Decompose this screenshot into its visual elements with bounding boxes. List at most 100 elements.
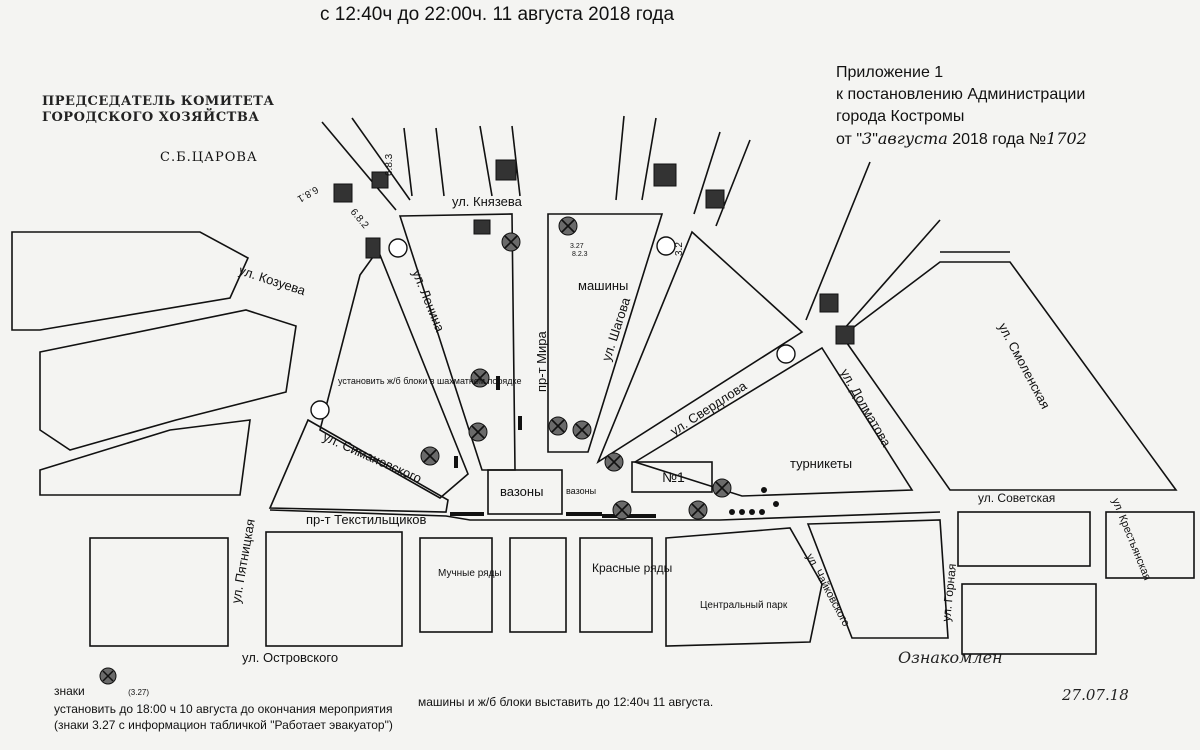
label-blocks-note: установить ж/б блоки в шахматном порядке xyxy=(338,376,522,386)
block-krasnye xyxy=(579,537,653,633)
block-gornaya-east xyxy=(961,583,1097,655)
detour-icon xyxy=(819,293,839,313)
label-muchnye: Мучные ряды xyxy=(438,568,502,579)
no-stopping-icon xyxy=(501,232,521,252)
street-krestyanskaya: ул. Крестьянская xyxy=(1109,497,1153,583)
page-title: с 12:40ч до 22:00ч. 11 августа 2018 года xyxy=(320,4,675,25)
street-tekstilshchikov: пр-т Текстильщиков xyxy=(306,512,427,527)
detour-icon xyxy=(473,219,491,235)
block-kozueva-south xyxy=(39,309,297,451)
street-pyatnitskaya: ул. Пятницкая xyxy=(228,518,258,605)
no-stopping-icon xyxy=(612,500,632,520)
sign-3-27-group xyxy=(99,216,732,685)
turnstiles xyxy=(729,487,779,515)
street-kozueva: ул. Козуева xyxy=(237,263,308,299)
block-sovetskaya-2 xyxy=(1105,511,1195,579)
appendix-line2: к постановлению Администрации xyxy=(836,86,1086,103)
no-stopping-icon xyxy=(548,416,568,436)
cars-blocks-note: машины и ж/б блоки выставить до 12:40ч 1… xyxy=(418,695,714,709)
sign-3-2-group xyxy=(310,236,796,420)
no-traffic-icon xyxy=(776,344,796,364)
tekstilshchikov-north-edge xyxy=(269,509,941,521)
street-mira: пр-т Мира xyxy=(534,331,549,392)
date-day: 3 xyxy=(862,129,873,148)
block1-rect xyxy=(631,461,713,493)
street-outlines xyxy=(11,115,1195,655)
detour-icon xyxy=(495,159,517,181)
block-mira-shagova xyxy=(547,213,664,453)
street-chaikovskogo: ул. Чайковского xyxy=(803,552,851,629)
acknowledgement-date: 27.07.18 xyxy=(1062,686,1129,704)
label-vazony-big: вазоны xyxy=(500,484,543,499)
label-block1: №1 xyxy=(662,469,685,485)
label-park: Центральный парк xyxy=(700,600,788,611)
stamp-line1: ПРЕДСЕДАТЕЛЬ КОМИТЕТА xyxy=(42,94,275,109)
no-traffic-icon xyxy=(388,238,408,258)
detour-icon xyxy=(365,237,381,259)
street-shagova: ул. Шагова xyxy=(599,295,634,363)
no-stopping-icon xyxy=(470,368,490,388)
code-682: 6.8.2 xyxy=(348,207,371,231)
block-lenina-mira xyxy=(398,213,516,471)
detour-icon xyxy=(705,189,725,209)
appendix-block: Приложение 1 к постановлению Администрац… xyxy=(836,62,1186,151)
approval-stamp: ПРЕДСЕДАТЕЛЬ КОМИТЕТА ГОРОДСКОГО ХОЗЯЙСТ… xyxy=(42,94,302,126)
appendix-line3: города Костромы xyxy=(836,108,965,125)
label-turnstiles: турникеты xyxy=(790,456,852,471)
label-cars: машины xyxy=(578,278,628,293)
date-month: августа xyxy=(877,129,948,148)
street-knyazeva: ул. Князева xyxy=(452,194,523,209)
detour-icon xyxy=(333,183,353,203)
street-lenina: ул. Ленина xyxy=(409,268,448,335)
block-smolenskaya xyxy=(840,261,1178,491)
no-traffic-icon xyxy=(656,236,676,256)
code-681: 6.8.1 xyxy=(295,183,320,204)
vazony-rect xyxy=(487,469,563,515)
street-sverdlova: ул. Свердлова xyxy=(667,378,750,439)
street-gornaya: ул. Горная xyxy=(939,563,959,622)
block-simanovskogo-south xyxy=(268,418,449,513)
label-vazony-small: вазоны xyxy=(566,486,596,496)
label-krasnye: Красные ряды xyxy=(592,561,672,575)
appendix-line1: Приложение 1 xyxy=(836,64,944,81)
signs-prefix: знаки xyxy=(54,684,85,698)
street-smolenskaya: ул. Смоленская xyxy=(995,320,1053,411)
no-stopping-icon xyxy=(558,216,578,236)
signs-text: установить до 18:00 ч 10 августа до окон… xyxy=(54,702,393,732)
no-stopping-icon xyxy=(420,446,440,466)
block-muchnye xyxy=(419,537,493,633)
no-traffic-icon xyxy=(310,400,330,420)
block-middle xyxy=(509,537,567,633)
block-kozueva-north xyxy=(11,231,250,331)
detour-icon xyxy=(653,163,677,187)
block-sovetskaya-1 xyxy=(957,511,1091,567)
street-sovetskaya: ул. Советская xyxy=(978,491,1055,505)
appendix-date: от "3"августа 2018 года №1702 xyxy=(836,129,1087,148)
block-ostrovskogo-west xyxy=(89,537,229,647)
detour-icon xyxy=(835,325,855,345)
block-park xyxy=(665,527,823,647)
stamp-line2: ГОРОДСКОГО ХОЗЯЙСТВА xyxy=(42,110,260,125)
signs-note: знаки (3.27) установить до 18:00 ч 10 ав… xyxy=(54,683,414,733)
block-ostrovskogo-east xyxy=(265,531,403,647)
code-683: 6.8.3 xyxy=(384,153,395,176)
no-stopping-icon xyxy=(688,500,708,520)
no-stopping-icon xyxy=(604,452,624,472)
detour-signs xyxy=(333,159,855,345)
date-prefix: от " xyxy=(836,131,862,148)
signs-code: (3.27) xyxy=(128,688,150,697)
detour-icon xyxy=(371,171,389,189)
block-shagova-sverdlova xyxy=(596,230,804,465)
decree-number: 1702 xyxy=(1046,129,1087,148)
street-dolmatova: ул. Долматова xyxy=(837,366,894,450)
block-chaikovskogo xyxy=(806,519,949,639)
block-west-lenina xyxy=(319,248,469,499)
signer-name: С.Б.ЦАРОВА xyxy=(160,150,258,165)
block-pyatnitskaya-west xyxy=(39,419,251,496)
acknowledgement-text: Ознакомлен xyxy=(898,648,1003,667)
no-stopping-icon xyxy=(572,420,592,440)
code-823: 8.2.3 xyxy=(572,251,588,258)
block-sverdlova-east xyxy=(633,346,914,497)
street-ostrovskogo: ул. Островского xyxy=(242,650,338,665)
